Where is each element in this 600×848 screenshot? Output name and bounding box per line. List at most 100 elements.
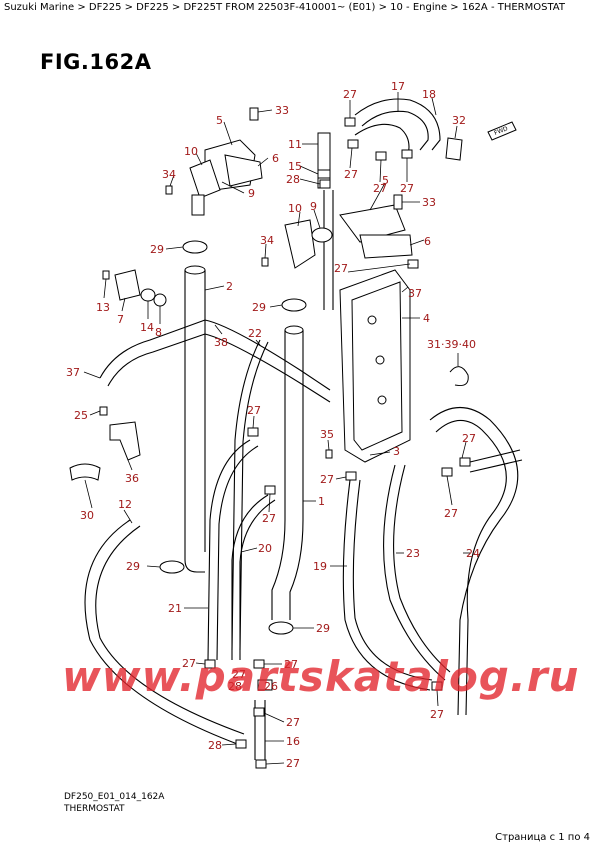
- callout-21: 21: [168, 602, 182, 615]
- callout-27: 27: [344, 168, 358, 181]
- callout-17: 17: [391, 80, 405, 93]
- callout-24: 24: [466, 547, 480, 560]
- hose-23: [383, 464, 446, 681]
- callout-27: 27: [284, 658, 298, 671]
- leader-lines: [83, 92, 470, 765]
- bolt-25: [99, 406, 108, 416]
- callout-33: 33: [422, 196, 436, 209]
- bolt-13: [102, 270, 110, 280]
- callout-9: 9: [310, 200, 317, 213]
- callout-27: 27: [444, 507, 458, 520]
- callout-33: 33: [275, 104, 289, 117]
- callout-25: 25: [74, 409, 88, 422]
- callout-37: 37: [66, 366, 80, 379]
- callout-14: 14: [140, 321, 154, 334]
- callout-26: 26: [264, 680, 278, 693]
- callout-18: 18: [422, 88, 436, 101]
- watermark: www.partskatalog.ru: [62, 652, 580, 701]
- joint-26: [257, 679, 273, 691]
- callout-27: 27: [262, 512, 276, 525]
- callout-3: 3: [393, 445, 400, 458]
- hose-19-inner: [352, 479, 433, 681]
- clamp-30: [69, 463, 101, 481]
- clamp-29a: [182, 240, 208, 254]
- callout-27: 27: [334, 262, 348, 275]
- hose-19: [342, 479, 431, 691]
- callout-27: 27: [286, 757, 300, 770]
- bolt-hole-1: [367, 315, 377, 325]
- callout-12: 12: [118, 498, 132, 511]
- hose-27-right-inner: [469, 459, 523, 473]
- clamp-27n: [253, 707, 265, 717]
- clamp-27b: [347, 139, 359, 149]
- hose-23-inner: [393, 464, 451, 673]
- callout-27: 27: [320, 473, 334, 486]
- callout-23: 23: [406, 547, 420, 560]
- hose-38: [204, 319, 331, 391]
- callout-27: 27: [373, 182, 387, 195]
- callout-30: 30: [80, 509, 94, 522]
- hose-37-left-inner: [107, 333, 206, 387]
- clamp-28c: [235, 739, 247, 749]
- callout-1: 1: [318, 495, 325, 508]
- clamp-27c: [375, 151, 387, 161]
- callout-5: 5: [216, 114, 223, 127]
- outlet-10: [191, 194, 205, 216]
- bolt-35: [325, 449, 333, 459]
- cover-plate-4: [351, 281, 403, 451]
- thermostat-9: [311, 227, 333, 243]
- callout-29: 29: [150, 243, 164, 256]
- callout-29: 29: [126, 560, 140, 573]
- clamp-27d: [401, 149, 413, 159]
- page-indicator: Страница с 1 по 4: [495, 832, 590, 843]
- clamp-27f: [247, 427, 259, 437]
- bolt-34a: [165, 185, 173, 195]
- callout-13: 13: [96, 301, 110, 314]
- callout-36: 36: [125, 472, 139, 485]
- callout-11: 11: [288, 138, 302, 151]
- hose-22: [231, 339, 261, 651]
- hose-20-inner: [239, 499, 276, 660]
- hose-38-inner: [204, 333, 331, 403]
- hose-24: [429, 407, 519, 716]
- callout-34: 34: [162, 168, 176, 181]
- callout-10: 10: [288, 202, 302, 215]
- hose-12-inner: [95, 525, 245, 735]
- parts: [69, 107, 517, 769]
- clamp-28a: [319, 179, 331, 189]
- callout-7: 7: [117, 313, 124, 326]
- bolt-34b: [261, 257, 269, 267]
- hoses: [84, 98, 523, 760]
- diagram-code: DF250_E01_014_162A: [64, 792, 165, 802]
- gasket-6b: [359, 234, 413, 259]
- callout-29: 29: [316, 622, 330, 635]
- hose-21-inner: [216, 445, 259, 661]
- hose-22-inner: [239, 341, 269, 651]
- callout-15: 15: [288, 160, 302, 173]
- gasket-6: [224, 154, 263, 187]
- callout-8: 8: [155, 326, 162, 339]
- hose-24-inner: [435, 419, 507, 716]
- callout-27: 27: [430, 708, 444, 721]
- hose-18: [354, 98, 441, 151]
- clamp-27h: [264, 485, 276, 495]
- callout-27: 27: [400, 182, 414, 195]
- callout-19: 19: [313, 560, 327, 573]
- callout-28: 28: [208, 739, 222, 752]
- breadcrumb: Suzuki Marine > DF225 > DF225 > DF225T F…: [4, 2, 565, 13]
- clamp-32: [445, 137, 463, 161]
- callout-27: 27: [462, 432, 476, 445]
- clip-31: [449, 366, 469, 386]
- callout-38: 38: [214, 336, 228, 349]
- fwd-label: FWD: [493, 125, 509, 137]
- bolt-33-right: [393, 194, 403, 210]
- callout-4: 4: [423, 312, 430, 325]
- callout-27: 27: [247, 404, 261, 417]
- thermostat-cover-5b: [339, 204, 406, 243]
- hose-2: [184, 270, 205, 573]
- plug-8: [153, 293, 167, 307]
- clamp-29c: [159, 560, 185, 574]
- hose-20: [231, 494, 269, 660]
- bolt-hole-3: [377, 395, 387, 405]
